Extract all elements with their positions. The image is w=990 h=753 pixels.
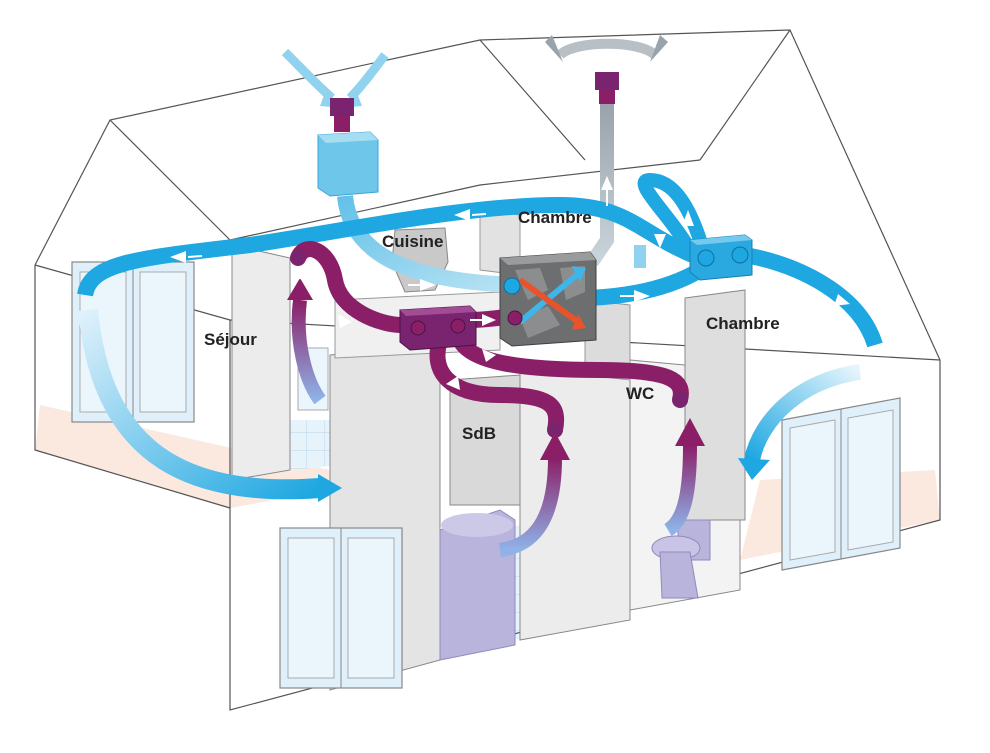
room-label-chambre-right: Chambre (706, 314, 780, 333)
extract-duct-cuisine (290, 241, 403, 333)
toilet (651, 519, 711, 599)
supply-duct-back (77, 196, 703, 297)
bathtub (439, 509, 516, 661)
room-label-wc: WC (626, 384, 655, 403)
supply-flow-chambre (744, 364, 862, 462)
room-label-sdb: SdB (462, 424, 496, 443)
supply-duct-chambre (743, 247, 883, 348)
heat-exchanger-icon (499, 251, 597, 347)
intake-duct (337, 194, 521, 293)
extract-duct-sdb (429, 337, 565, 432)
fresh-air-intake-icon (281, 48, 389, 132)
room-label-sejour: Séjour (204, 330, 257, 349)
flow-arrows (170, 176, 850, 390)
room-label-cuisine: Cuisine (382, 232, 444, 251)
extract-flow-wc (663, 444, 697, 537)
supply-duct-unit (589, 263, 705, 306)
extract-flow-sdb (498, 457, 562, 557)
supply-box (689, 234, 753, 281)
exhaust-outlet-icon (545, 35, 668, 104)
extract-box (399, 305, 477, 351)
supply-flow-sejour (78, 309, 321, 500)
window-chambre-right (781, 397, 901, 571)
extract-duct-wc (452, 335, 689, 402)
exhaust-duct (586, 104, 614, 266)
cuisine-floor (290, 420, 330, 470)
extract-flow-cuisine (291, 299, 326, 405)
window-front (279, 527, 403, 689)
room-label-chambre-back: Chambre (518, 208, 592, 227)
